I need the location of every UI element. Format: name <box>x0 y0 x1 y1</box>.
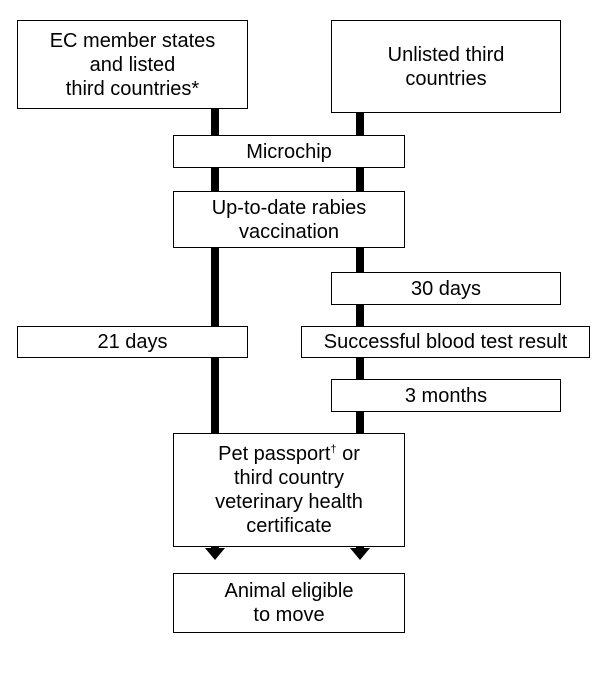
dagger-footnote-mark: † <box>330 443 337 456</box>
pet-passport-text: Pet passport <box>218 443 331 465</box>
left-arrow-down-icon <box>205 548 225 560</box>
origin-unlisted-box: Unlisted third countries <box>331 20 561 113</box>
animal-eligible-label: Animal eligible to move <box>224 580 354 626</box>
rabies-vaccination-label: Up-to-date rabies vaccination <box>211 196 367 243</box>
wait-3-months-label: 3 months <box>404 384 488 407</box>
origin-unlisted-label: Unlisted third countries <box>387 43 505 90</box>
right-arrow-down-icon <box>350 548 370 560</box>
health-certificate-text: or third country veterinary health certi… <box>215 443 363 537</box>
origin-ec-listed-label: EC member states and listed third countr… <box>49 29 216 100</box>
wait-30-days-label: 30 days <box>410 277 482 300</box>
wait-3-months-box: 3 months <box>331 379 561 412</box>
microchip-box: Microchip <box>173 135 405 168</box>
wait-21-days-box: 21 days <box>17 326 248 358</box>
blood-test-box: Successful blood test result <box>301 326 590 358</box>
wait-30-days-box: 30 days <box>331 272 561 305</box>
blood-test-label: Successful blood test result <box>323 331 568 353</box>
pet-passport-label: Pet passport† or third country veterinar… <box>215 442 363 538</box>
microchip-label: Microchip <box>246 140 332 163</box>
origin-ec-listed-box: EC member states and listed third countr… <box>17 20 248 109</box>
rabies-vaccination-box: Up-to-date rabies vaccination <box>173 191 405 248</box>
animal-eligible-box: Animal eligible to move <box>173 573 405 633</box>
wait-21-days-label: 21 days <box>97 331 168 353</box>
pet-passport-box: Pet passport† or third country veterinar… <box>173 433 405 547</box>
